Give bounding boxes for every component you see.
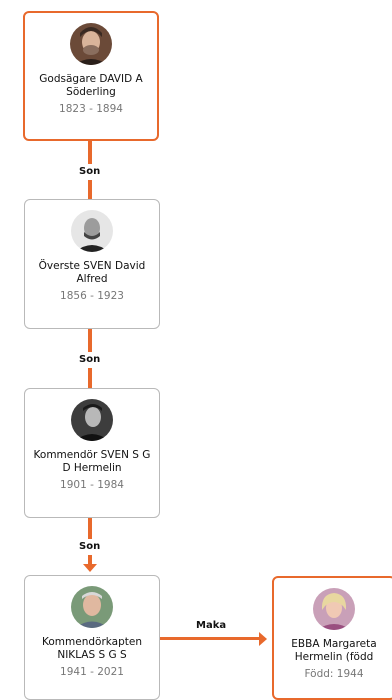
relation-label-spouse: Maka xyxy=(192,618,231,634)
avatar xyxy=(71,399,113,441)
person-card-david-soderling[interactable]: Godsägare DAVID A Söderling 1823 - 1894 xyxy=(23,11,159,141)
relation-label-son: Son xyxy=(75,164,105,180)
arrow-right-icon xyxy=(259,632,267,646)
person-years: 1856 - 1923 xyxy=(60,290,124,302)
relation-label-son: Son xyxy=(75,539,105,555)
person-name: Godsägare DAVID A Söderling xyxy=(39,73,143,98)
person-name: EBBA Margareta Hermelin (född xyxy=(291,638,377,663)
person-name: Överste SVEN David Alfred xyxy=(38,260,146,285)
avatar xyxy=(313,588,355,630)
connector-line xyxy=(158,637,260,640)
relation-label-son: Son xyxy=(75,352,105,368)
person-name: Kommendörkapten NIKLAS S G S xyxy=(42,636,142,661)
avatar xyxy=(70,23,112,65)
person-card-niklas[interactable]: Kommendörkapten NIKLAS S G S 1941 - 2021 xyxy=(24,575,160,700)
person-years: 1941 - 2021 xyxy=(60,666,124,678)
person-years: 1823 - 1894 xyxy=(59,103,123,115)
person-name: Kommendör SVEN S G D Hermelin xyxy=(33,449,151,474)
person-card-sven-hermelin[interactable]: Kommendör SVEN S G D Hermelin 1901 - 198… xyxy=(24,388,160,518)
person-years: 1901 - 1984 xyxy=(60,479,124,491)
avatar xyxy=(71,586,113,628)
person-card-sven-david-alfred[interactable]: Överste SVEN David Alfred 1856 - 1923 xyxy=(24,199,160,329)
avatar xyxy=(71,210,113,252)
person-card-ebba[interactable]: EBBA Margareta Hermelin (född Född: 1944 xyxy=(272,576,392,700)
person-years: Född: 1944 xyxy=(304,668,364,680)
arrow-down-icon xyxy=(83,564,97,572)
